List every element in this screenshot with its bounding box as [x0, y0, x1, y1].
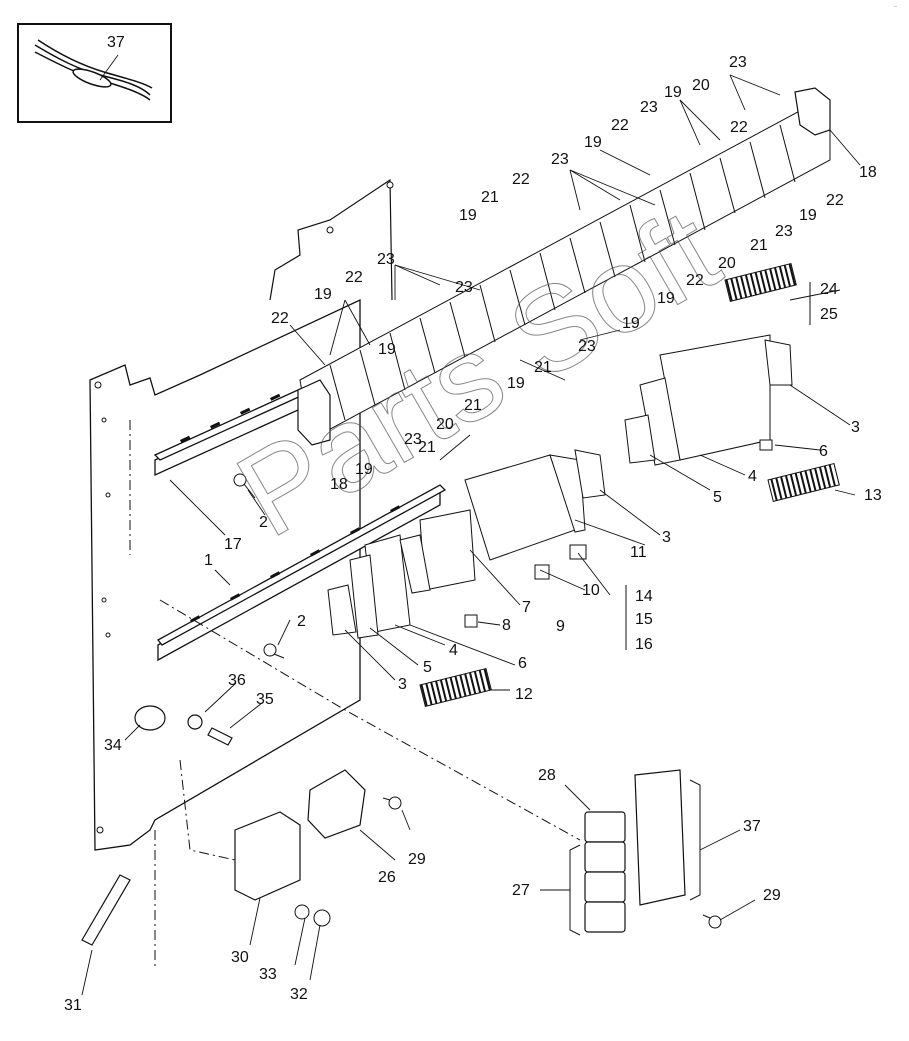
callout-37: 37: [743, 818, 761, 835]
callout-17: 17: [224, 536, 242, 553]
callout-23: 23: [578, 338, 596, 355]
callout-11: 11: [630, 544, 647, 561]
marker-strip-24: [724, 262, 797, 302]
callout-19: 19: [622, 315, 640, 332]
callout-23: 23: [640, 99, 658, 116]
callout-24: 24: [820, 281, 838, 298]
callout-3: 3: [398, 676, 407, 693]
callout-10: 10: [582, 582, 600, 599]
callout-30: 30: [231, 949, 249, 966]
callout-21: 21: [418, 439, 436, 456]
callout-18: 18: [859, 164, 877, 181]
callout-2: 2: [297, 613, 306, 630]
nut-32: [313, 909, 331, 927]
callout-19: 19: [657, 290, 675, 307]
callout-34: 34: [104, 737, 122, 754]
callout-19: 19: [378, 341, 396, 358]
callout-22: 22: [686, 272, 704, 289]
callout-29: 29: [408, 851, 426, 868]
callout-19: 19: [355, 461, 373, 478]
callout-23: 23: [775, 223, 793, 240]
callout-22: 22: [826, 192, 844, 209]
callout-6: 6: [819, 443, 828, 460]
callout-19: 19: [799, 207, 817, 224]
callout-19: 19: [664, 84, 682, 101]
callout-2: 2: [259, 514, 268, 531]
callout-19: 19: [459, 207, 477, 224]
callout-1: 1: [204, 552, 213, 569]
callout-21: 21: [750, 237, 768, 254]
inset-harness-box: [17, 23, 172, 123]
callout-8: 8: [502, 617, 511, 634]
callout-32: 32: [290, 986, 308, 1003]
callout-35: 35: [256, 691, 274, 708]
callout-18: 18: [330, 476, 348, 493]
callout-22: 22: [345, 269, 363, 286]
callout-23: 23: [377, 251, 395, 268]
relay-stack-27: [584, 811, 626, 933]
callout-7: 7: [522, 599, 531, 616]
terminal-assembly-middle: [419, 449, 606, 591]
callout-19: 19: [584, 134, 602, 151]
callout-20: 20: [692, 77, 710, 94]
callout-6: 6: [518, 655, 527, 672]
callout-29: 29: [763, 887, 781, 904]
callout-22: 22: [611, 117, 629, 134]
callout-22: 22: [271, 310, 289, 327]
corner-mark: –: [893, 4, 897, 10]
callout-21: 21: [534, 359, 552, 376]
callout-20: 20: [436, 416, 454, 433]
callout-21: 21: [464, 397, 482, 414]
wire-harness-icon: [34, 39, 153, 101]
screws: [233, 473, 722, 929]
washer-33: [294, 904, 310, 920]
end-bracket-left: [297, 379, 331, 446]
callout-19: 19: [314, 286, 332, 303]
relay-socket-37: [634, 769, 686, 906]
callout-27: 27: [512, 882, 530, 899]
upper-plate-outline: [269, 178, 393, 301]
washer-icon: [187, 714, 203, 730]
callout-9: 9: [556, 618, 565, 635]
marker-strip-13: [767, 462, 840, 502]
callout-3: 3: [662, 529, 671, 546]
bracket-31: [81, 874, 131, 946]
callout-31: 31: [64, 997, 82, 1014]
callout-5: 5: [423, 659, 432, 676]
callout-36: 36: [228, 672, 246, 689]
callout-20: 20: [718, 255, 736, 272]
callout-15: 15: [635, 611, 653, 628]
callout-12: 12: [515, 686, 533, 703]
callout-23: 23: [729, 54, 747, 71]
callout-3: 3: [851, 419, 860, 436]
callout-26: 26: [378, 869, 396, 886]
callout-21: 21: [481, 189, 499, 206]
relay-26: [307, 769, 366, 839]
callout-4: 4: [748, 468, 757, 485]
marker-strip-12: [419, 667, 492, 707]
callout-23: 23: [551, 151, 569, 168]
callout-33: 33: [259, 966, 277, 983]
callout-13: 13: [864, 487, 882, 504]
terminal-assembly-left: [327, 534, 478, 639]
callout-22: 22: [512, 171, 530, 188]
callout-5: 5: [713, 489, 722, 506]
callout-4: 4: [449, 642, 458, 659]
callout-23: 23: [455, 279, 473, 296]
callout-14: 14: [635, 588, 653, 605]
callout-22: 22: [730, 119, 748, 136]
callout-19: 19: [507, 375, 525, 392]
callout-23: 23: [404, 431, 422, 448]
callout-25: 25: [820, 306, 838, 323]
callout-28: 28: [538, 767, 556, 784]
module-box-30: [234, 811, 301, 901]
terminal-assembly-right: [624, 334, 793, 466]
callout-16: 16: [635, 636, 653, 653]
cable-clamp-icon: [134, 705, 166, 731]
callout-37-inset: 37: [107, 34, 125, 51]
bolt-icon: [207, 727, 233, 746]
din-rail-lower: [157, 484, 447, 662]
